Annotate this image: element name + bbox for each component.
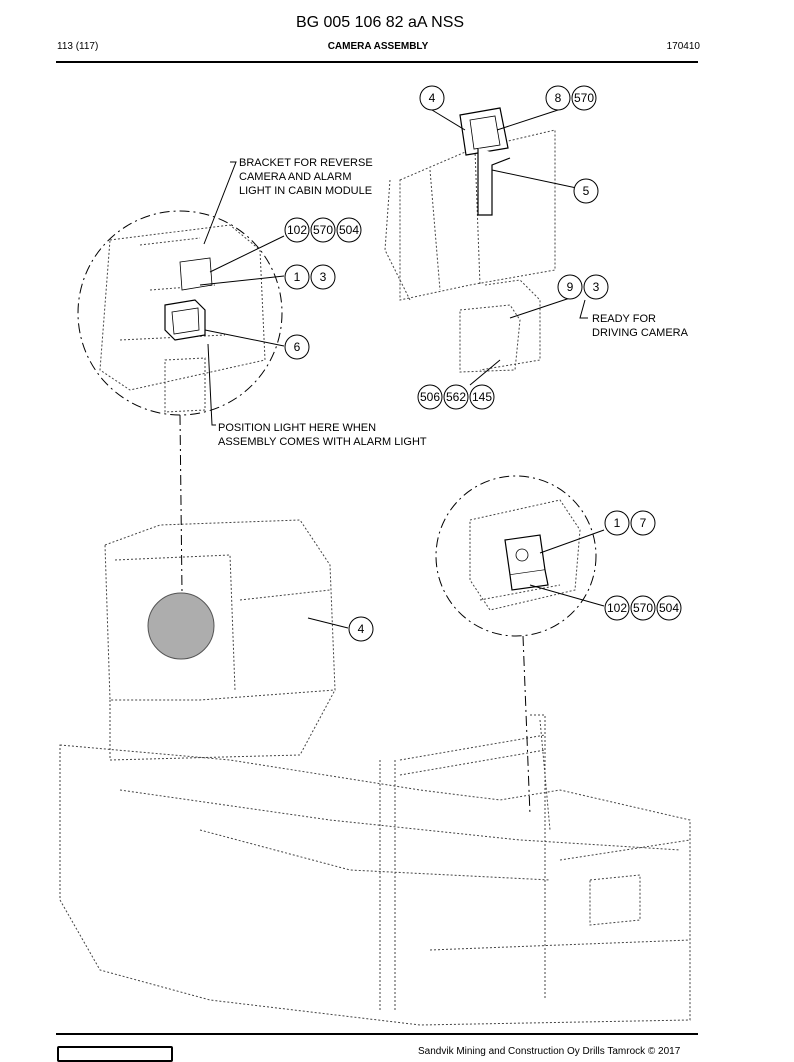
note-position-line1: POSITION LIGHT HERE WHEN (218, 422, 376, 434)
callout-rear-7: 7 (640, 516, 647, 530)
callout-left-6: 6 (294, 340, 301, 354)
callout-left-102: 102 (287, 223, 307, 237)
callout-right-3: 3 (593, 280, 600, 294)
note-bracket-line3: LIGHT IN CABIN MODULE (239, 185, 372, 197)
callout-left-3: 3 (320, 270, 327, 284)
note-bracket-line2: CAMERA AND ALARM (239, 171, 351, 183)
cabin-detail-connector (179, 414, 183, 593)
note-position-line2: ASSEMBLY COMES WITH ALARM LIGHT (218, 436, 427, 448)
callout-right-9: 9 (567, 280, 574, 294)
monitor-icon (459, 107, 511, 216)
callout-left-1: 1 (294, 270, 301, 284)
rear-detail-connector (522, 635, 531, 816)
header-rule (56, 61, 698, 63)
callout-top-4: 4 (429, 91, 436, 105)
cabin-camera-location (147, 592, 215, 660)
callout-rear-504: 504 (659, 601, 679, 615)
sandvik-logo (57, 1046, 173, 1062)
notes: BRACKET FOR REVERSE CAMERA AND ALARM LIG… (218, 157, 689, 448)
page-number: 113 (117) (57, 41, 99, 52)
callout-cabin-4: 4 (358, 622, 365, 636)
cabin-detail-circle (77, 210, 283, 416)
callout-left-504: 504 (339, 223, 359, 237)
callout-rear-1: 1 (614, 516, 621, 530)
footer-copyright: Sandvik Mining and Construction Oy Drill… (418, 1046, 681, 1057)
callout-left-570: 570 (313, 223, 333, 237)
leader-lines (199, 109, 605, 629)
callout-rear-102: 102 (607, 601, 627, 615)
revision-date: 170410 (666, 41, 700, 52)
callout-numbers: 4 8 570 5 102 570 504 1 3 6 9 3 506 562 … (287, 91, 679, 636)
note-ready-line2: DRIVING CAMERA (592, 327, 689, 339)
rear-camera-detail-circle (435, 475, 597, 637)
callout-bot-562: 562 (446, 390, 466, 404)
callout-rear-570: 570 (633, 601, 653, 615)
rear-camera-icon (504, 534, 549, 591)
note-ready-line1: READY FOR (592, 313, 656, 325)
document-id: BG 005 106 82 aA NSS (295, 14, 465, 31)
callout-top-8: 8 (555, 91, 562, 105)
callout-bot-145: 145 (472, 390, 492, 404)
footer-rule (56, 1033, 698, 1035)
callout-bot-506: 506 (420, 390, 440, 404)
alarm-light-icon (164, 257, 213, 341)
machine-linework (59, 129, 691, 1026)
note-bracket-line1: BRACKET FOR REVERSE (239, 157, 373, 169)
callout-top-570: 570 (574, 91, 594, 105)
page-title: CAMERA ASSEMBLY (327, 41, 429, 52)
callout-bubbles (284, 85, 682, 642)
callout-top-5: 5 (583, 184, 590, 198)
